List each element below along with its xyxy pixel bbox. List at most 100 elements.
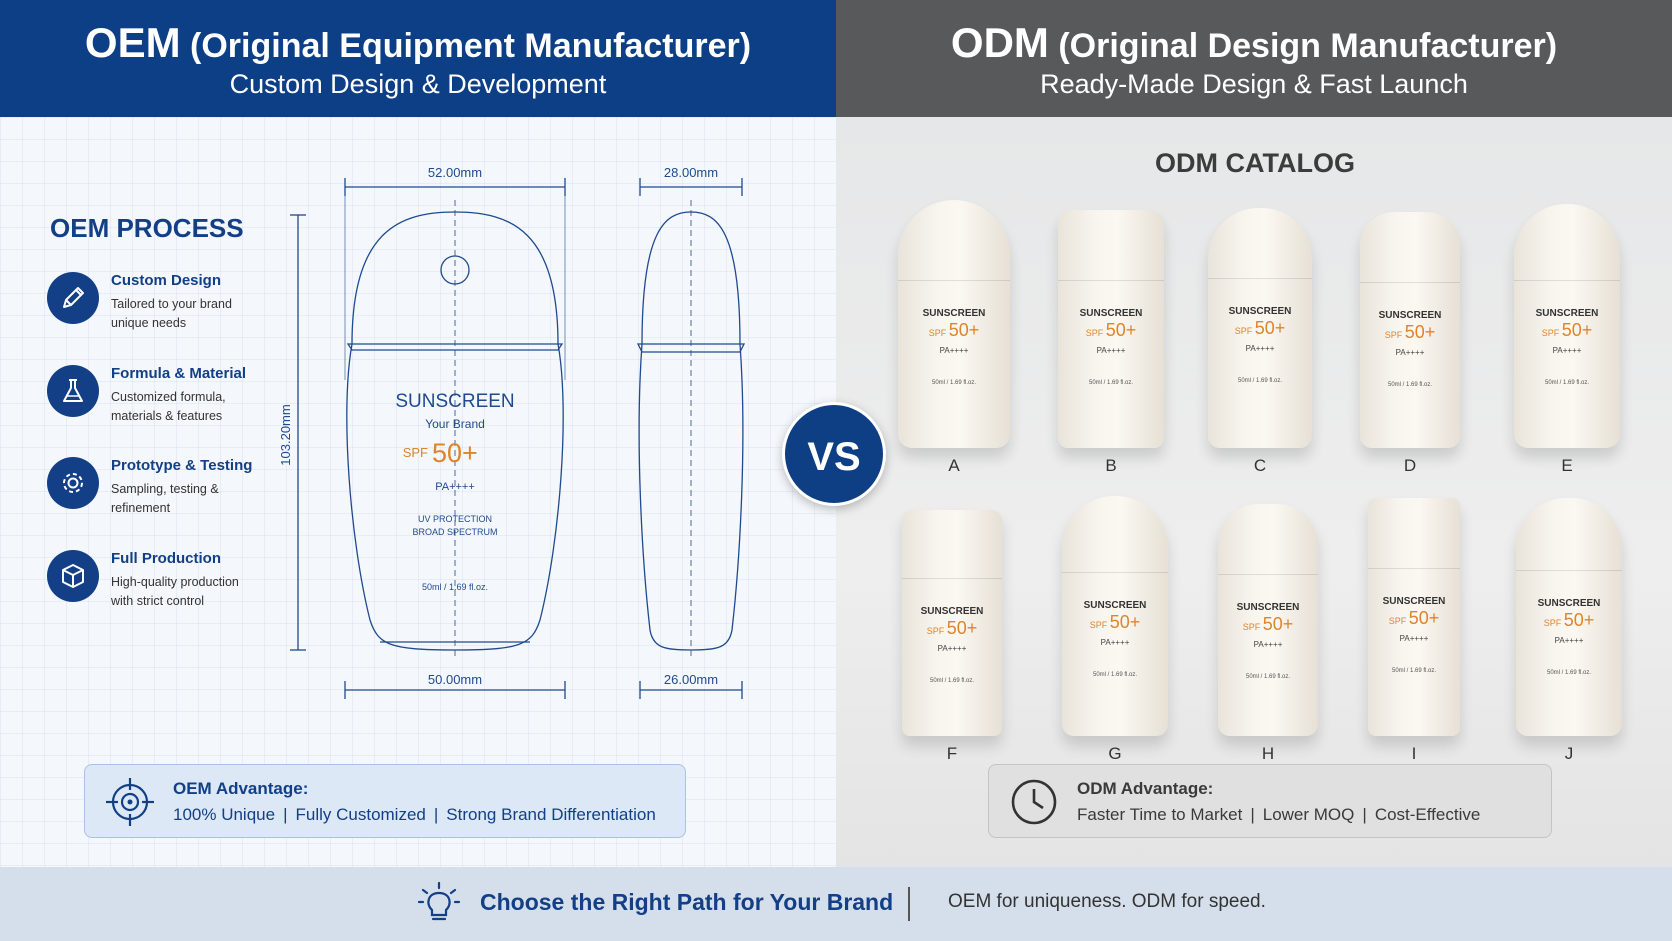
bottle-volume-label: 50ml / 1.69 fl.oz. [1544, 380, 1590, 386]
oem-step-formula-material: Formula & Material Customized formula, m… [47, 365, 277, 435]
front-top-width: 52.00mm [428, 165, 482, 180]
bottle-pa-label: PA++++ [1253, 640, 1283, 649]
footer-sub-text: OEM for uniqueness. ODM for speed. [948, 891, 1266, 912]
bottle-volume-label: 50ml / 1.69 fl.oz. [1237, 378, 1283, 384]
bottle-pa-label: PA++++ [937, 644, 967, 653]
bottle-spf-label: SPF 50+ [1218, 614, 1318, 635]
oem-advantage-point: 100% Unique [173, 805, 276, 824]
bottle-pa-label: PA++++ [939, 346, 969, 355]
catalog-item-letter: J [1564, 744, 1574, 763]
step-title: Full Production [111, 550, 221, 567]
catalog-item-letter: A [948, 456, 960, 475]
odm-advantage-title: ODM Advantage: [1077, 779, 1214, 798]
bottle-pa-label: PA++++ [1399, 634, 1429, 643]
oem-header-title: OEM (Original Equipment Manufacturer) [0, 22, 836, 67]
blueprint-brand-label: Your Brand [425, 417, 485, 431]
bottle-cap-line [902, 578, 1002, 579]
target-icon [106, 778, 154, 826]
side-bottom-width: 26.00mm [664, 672, 718, 687]
separator: | [283, 805, 288, 824]
footer-main-text: Choose the Right Path for Your Brand [480, 889, 894, 915]
bottle-volume-label: 50ml / 1.69 fl.oz. [931, 380, 977, 386]
oem-step-full-production: Full Production High-quality production … [47, 550, 277, 620]
oem-header: OEM (Original Equipment Manufacturer) Cu… [0, 0, 836, 117]
oem-advantage-point: Strong Brand Differentiation [446, 805, 656, 824]
odm-advantage-point: Cost-Effective [1374, 805, 1481, 824]
blueprint-pa-label: PA++++ [435, 481, 475, 493]
step-title: Formula & Material [111, 365, 247, 382]
bottle-spf-prefix: SPF [928, 328, 949, 338]
bottle-spf-prefix: SPF [926, 626, 947, 636]
bottle-sunscreen-label: SUNSCREEN [920, 606, 984, 617]
bottle-cap-line [1516, 570, 1622, 571]
bottle-sunscreen-label: SUNSCREEN [1378, 310, 1442, 321]
oem-panel [0, 117, 836, 867]
bottle-spf-prefix: SPF [1085, 328, 1106, 338]
bottle-spf-value: 50+ [1105, 320, 1137, 340]
oem-step-custom-design: Custom Design Tailored to your brand uni… [47, 272, 277, 342]
odm-abbr: ODM [950, 19, 1049, 66]
bottle-spf-value: 50+ [1254, 318, 1286, 338]
catalog-item-letter: H [1261, 744, 1275, 763]
bottle-spf-label: SPF 50+ [1360, 322, 1460, 343]
catalog-item-letter: I [1411, 744, 1417, 763]
clock-icon [1011, 779, 1057, 825]
footer-divider [908, 887, 910, 921]
bottle-spf-label: SPF 50+ [1516, 610, 1622, 631]
bottle-pa-label: PA++++ [1245, 344, 1275, 353]
catalog-item-letter: C [1253, 456, 1267, 475]
bottle-blueprint: 52.00mm 50.00mm 28.00mm 26.00mm 103.20mm… [278, 165, 746, 699]
bottle-cap-line [1514, 280, 1620, 281]
blueprint-broad-label: BROAD SPECTRUM [412, 527, 497, 537]
bottle-cap-line [1208, 278, 1312, 279]
oem-advantage-points: 100% Unique|Fully Customized|Strong Bran… [173, 805, 656, 825]
bottle-pa-label: PA++++ [1100, 638, 1130, 647]
bottle-sunscreen-label: SUNSCREEN [1236, 602, 1300, 613]
odm-advantage-points: Faster Time to Market|Lower MOQ|Cost-Eff… [1077, 805, 1480, 825]
bottle-body [1360, 212, 1460, 448]
bottle-body [902, 510, 1002, 736]
bottle-cap-line [1058, 280, 1164, 281]
odm-advantage-point: Faster Time to Market [1077, 805, 1243, 824]
oem-advantage-point: Fully Customized [295, 805, 426, 824]
bottle-body [1514, 204, 1620, 448]
bottle-body [1208, 208, 1312, 448]
step-desc: Customized formula, materials & features [111, 390, 226, 423]
odm-subtitle: Ready-Made Design & Fast Launch [1040, 69, 1468, 99]
blueprint-spf-prefix: SPF [403, 445, 428, 460]
bottle-spf-value: 50+ [948, 320, 980, 340]
catalog-item-letter: D [1403, 456, 1417, 475]
bottle-body [1218, 504, 1318, 736]
bottle-body [1516, 498, 1622, 736]
bottle-spf-label: SPF 50+ [1058, 320, 1164, 341]
catalog-title: ODM CATALOG [1155, 148, 1355, 178]
bottle-spf-label: SPF 50+ [898, 320, 1010, 341]
bottle-cap-line [1360, 282, 1460, 283]
odm-advantage-point: Lower MOQ [1262, 805, 1355, 824]
step-title: Custom Design [111, 272, 222, 289]
front-bottom-width: 50.00mm [428, 672, 482, 687]
bottle-spf-value: 50+ [1561, 320, 1593, 340]
odm-advantage-box: ODM Advantage: Faster Time to Market|Low… [988, 764, 1552, 838]
step-desc: High-quality production with strict cont… [111, 575, 239, 608]
bottle-cap-line [1368, 568, 1460, 569]
bottle-spf-value: 50+ [1563, 610, 1595, 630]
step-desc: Tailored to your brand unique needs [111, 297, 232, 330]
odm-full-name: (Original Design Manufacturer) [1058, 27, 1558, 65]
blueprint-spf-value: 50+ [432, 438, 478, 468]
bottle-body [898, 200, 1010, 448]
bottle-volume-label: 50ml / 1.69 fl.oz. [1391, 668, 1437, 674]
bottle-spf-value: 50+ [1404, 322, 1436, 342]
catalog-item-letter: B [1105, 456, 1117, 475]
bottle-volume-label: 50ml / 1.69 fl.oz. [1088, 380, 1134, 386]
bottle-spf-prefix: SPF [1384, 330, 1405, 340]
lightbulb-icon [417, 881, 461, 921]
pencil-icon [47, 272, 99, 324]
bottle-body [1062, 496, 1168, 736]
step-desc: Sampling, testing & refinement [111, 482, 219, 515]
bottle-volume-label: 50ml / 1.69 fl.oz. [1546, 670, 1592, 676]
